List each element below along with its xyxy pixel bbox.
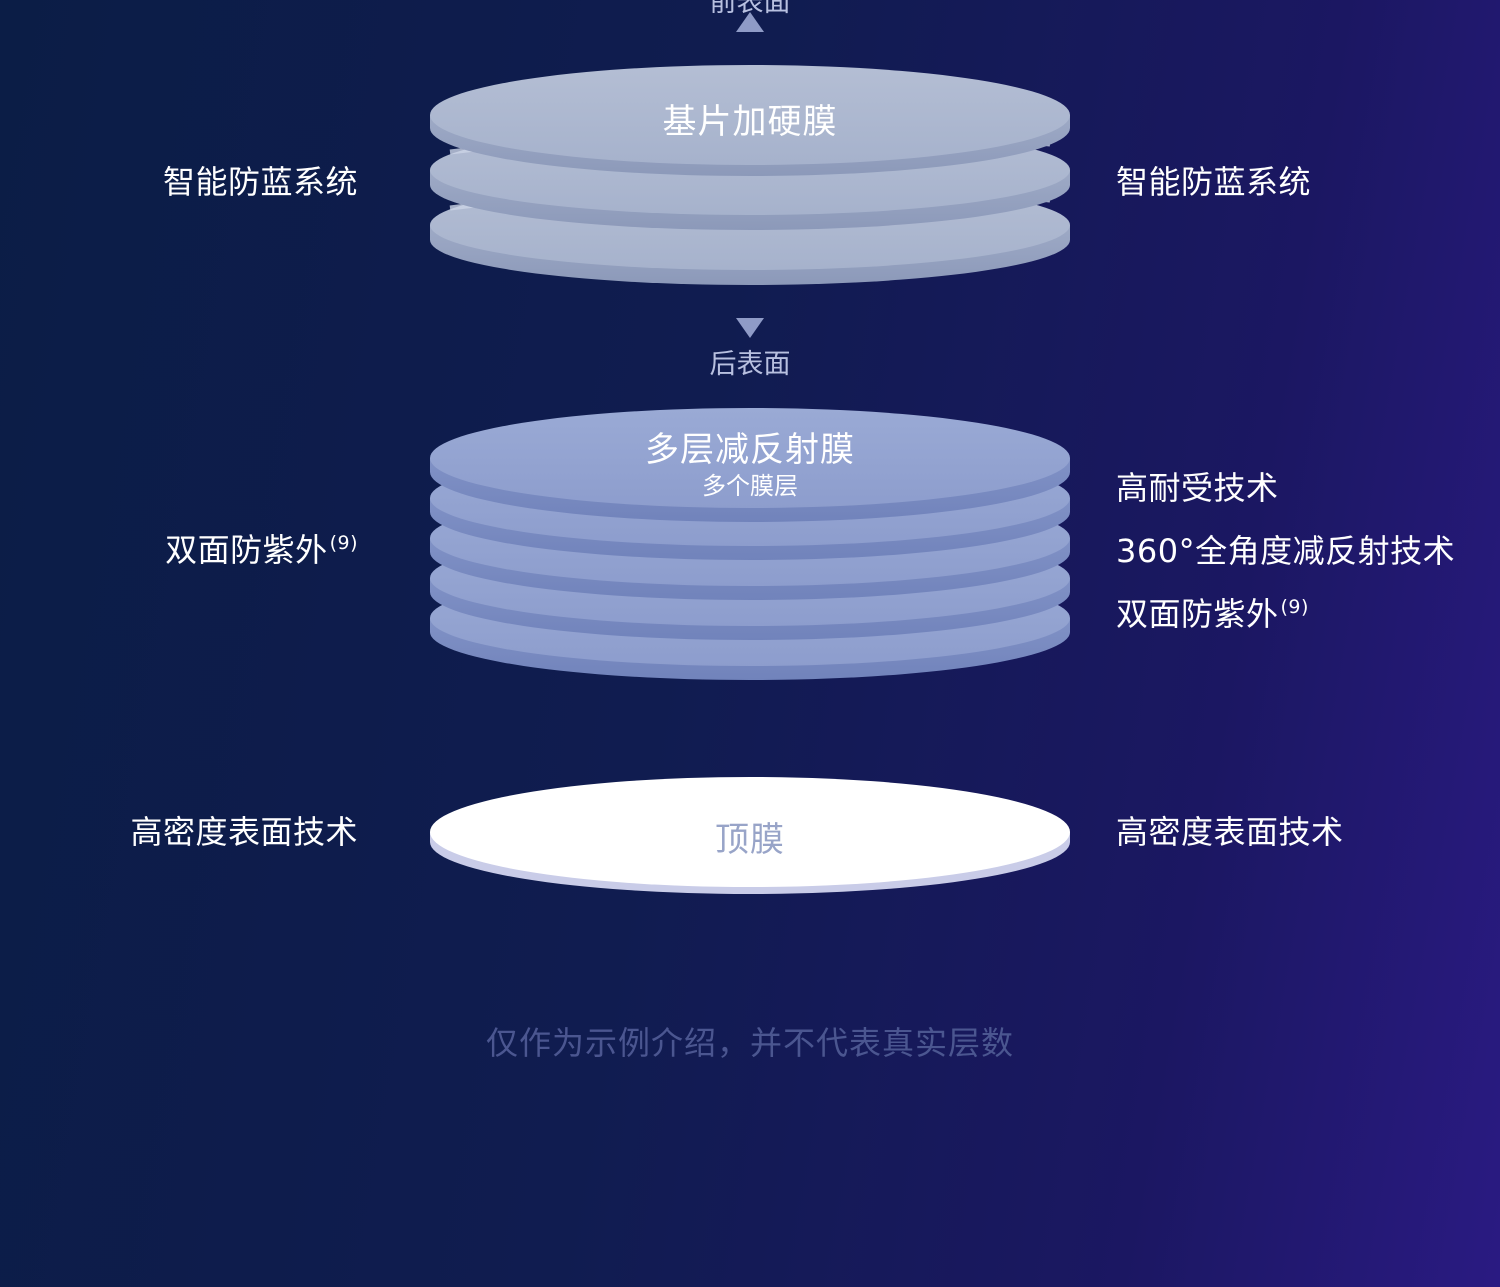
hard-coat-right-feature: 智能防蓝系统 xyxy=(1116,163,1312,201)
ar-coating-title: 多层减反射膜 xyxy=(645,430,855,470)
ar-coating-subtitle: 多个膜层 xyxy=(702,472,798,500)
feature-text: 高耐受技术 xyxy=(1116,469,1279,507)
feature-text: 双面防紫外 xyxy=(165,531,328,569)
top-film-disk xyxy=(430,777,1070,894)
front-surface-label: 前表面 xyxy=(709,0,791,18)
hard-coat-stack xyxy=(430,65,1070,285)
arrow-down-icon xyxy=(736,318,764,338)
disclaimer-footnote: 仅作为示例介绍，并不代表真实层数 xyxy=(485,1024,1014,1062)
back-surface-label: 后表面 xyxy=(709,349,791,380)
ar-coating-right-feature-3: 双面防紫外(9) xyxy=(1116,594,1309,634)
hard-coat-left-feature: 智能防蓝系统 xyxy=(162,163,358,201)
feature-text: 360°全角度减反射技术 xyxy=(1116,532,1456,570)
footnote-ref: (9) xyxy=(329,532,358,555)
ar-coating-right-feature-2: 360°全角度减反射技术 xyxy=(1116,531,1455,571)
ar-coating-left-feature: 双面防紫外(9) xyxy=(165,530,358,570)
footnote-ref: (9) xyxy=(1280,596,1309,619)
top-film-title: 顶膜 xyxy=(715,820,785,860)
ar-coating-right-feature-1: 高耐受技术 xyxy=(1116,468,1279,508)
arrow-up-icon xyxy=(736,12,764,32)
feature-text: 双面防紫外 xyxy=(1116,595,1279,633)
top-film-right-feature: 高密度表面技术 xyxy=(1116,813,1344,851)
hard-coat-disk-1 xyxy=(430,65,1070,176)
ar-disk-1 xyxy=(430,408,1070,522)
top-film-left-feature: 高密度表面技术 xyxy=(130,813,358,851)
ar-coating-stack xyxy=(430,408,1070,680)
hard-coat-title: 基片加硬膜 xyxy=(662,102,838,142)
